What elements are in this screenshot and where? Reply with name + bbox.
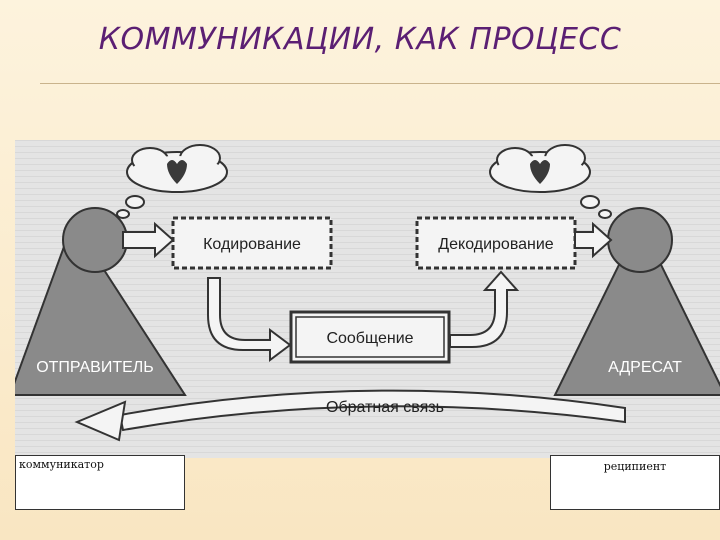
decoding-box: Декодирование [415,216,577,270]
communication-diagram: ОТПРАВИТЕЛЬ АДРЕСАТ [15,140,720,458]
slide-title: КОММУНИКАЦИИ, КАК ПРОЦЕСС [98,22,622,57]
sender-thought-cloud-icon [116,144,228,219]
recipient-label: реципиент [550,455,720,510]
communicator-label: коммуникатор [15,455,185,510]
arrow-to-message-icon [207,277,292,362]
title-divider [40,83,720,84]
feedback-label: Обратная связь [326,399,444,416]
feedback-arc-icon: Обратная связь [74,389,626,442]
encoding-label: Кодирование [203,236,301,253]
arrow-to-decoding-icon [449,270,520,348]
sender-figure: ОТПРАВИТЕЛЬ [15,207,187,396]
addressee-thought-cloud-icon [489,144,612,219]
arrow-to-addressee-icon [574,221,613,259]
decoding-label: Декодирование [438,236,554,253]
message-box: Сообщение [289,310,451,364]
addressee-figure: АДРЕСАТ [553,207,720,396]
message-label: Сообщение [326,330,413,347]
encoding-box: Кодирование [171,216,333,270]
arrow-to-encoding-icon [122,221,175,259]
addressee-label: АДРЕСАТ [608,359,682,376]
sender-label: ОТПРАВИТЕЛЬ [36,359,154,376]
